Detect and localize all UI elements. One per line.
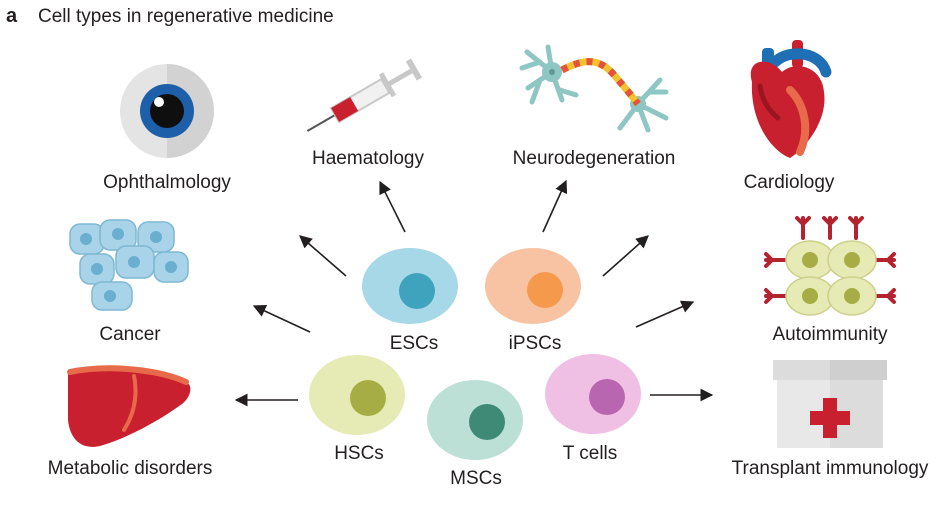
eye-icon — [120, 64, 214, 158]
cell-label-tcells: T cells — [563, 443, 618, 464]
syringe-icon — [306, 58, 422, 132]
label-haematology: Haematology — [312, 148, 424, 169]
cell-label-ipscs: iPSCs — [509, 333, 562, 354]
label-cardiology: Cardiology — [744, 172, 835, 193]
label-metabolic-disorders: Metabolic disorders — [48, 458, 213, 479]
cell-mscs — [427, 380, 523, 460]
cell-label-mscs: MSCs — [450, 468, 502, 489]
autoimmunity-icon — [764, 216, 896, 316]
label-cancer: Cancer — [99, 324, 161, 345]
cell-tcells — [545, 354, 641, 434]
cancer-cells-icon — [69, 219, 189, 311]
label-neurodegeneration: Neurodegeneration — [513, 148, 676, 169]
arrow-to-neurodegeneration — [542, 179, 568, 233]
liver-icon — [67, 365, 191, 447]
label-ophthalmology: Ophthalmology — [103, 172, 231, 193]
arrow-to-cardiology — [602, 235, 649, 277]
panel-title: Cell types in regenerative medicine — [38, 6, 334, 27]
cell-label-hscs: HSCs — [334, 443, 384, 464]
label-autoimmunity: Autoimmunity — [772, 324, 888, 345]
heart-icon — [750, 40, 832, 158]
transplant-box-icon — [773, 360, 887, 448]
neuron-icon — [519, 44, 669, 133]
cell-label-escs: ESCs — [390, 333, 439, 354]
arrow-to-autoimmunity — [635, 300, 695, 328]
cell-ipscs — [485, 248, 581, 324]
arrow-to-cancer — [252, 305, 311, 333]
label-transplant-immunology: Transplant immunology — [732, 458, 929, 479]
panel-letter: a — [6, 5, 18, 27]
arrow-to-ophthalmology — [299, 235, 347, 277]
cell-hscs — [309, 355, 405, 435]
arrow-to-haematology — [379, 180, 406, 233]
cell-escs — [362, 248, 458, 324]
